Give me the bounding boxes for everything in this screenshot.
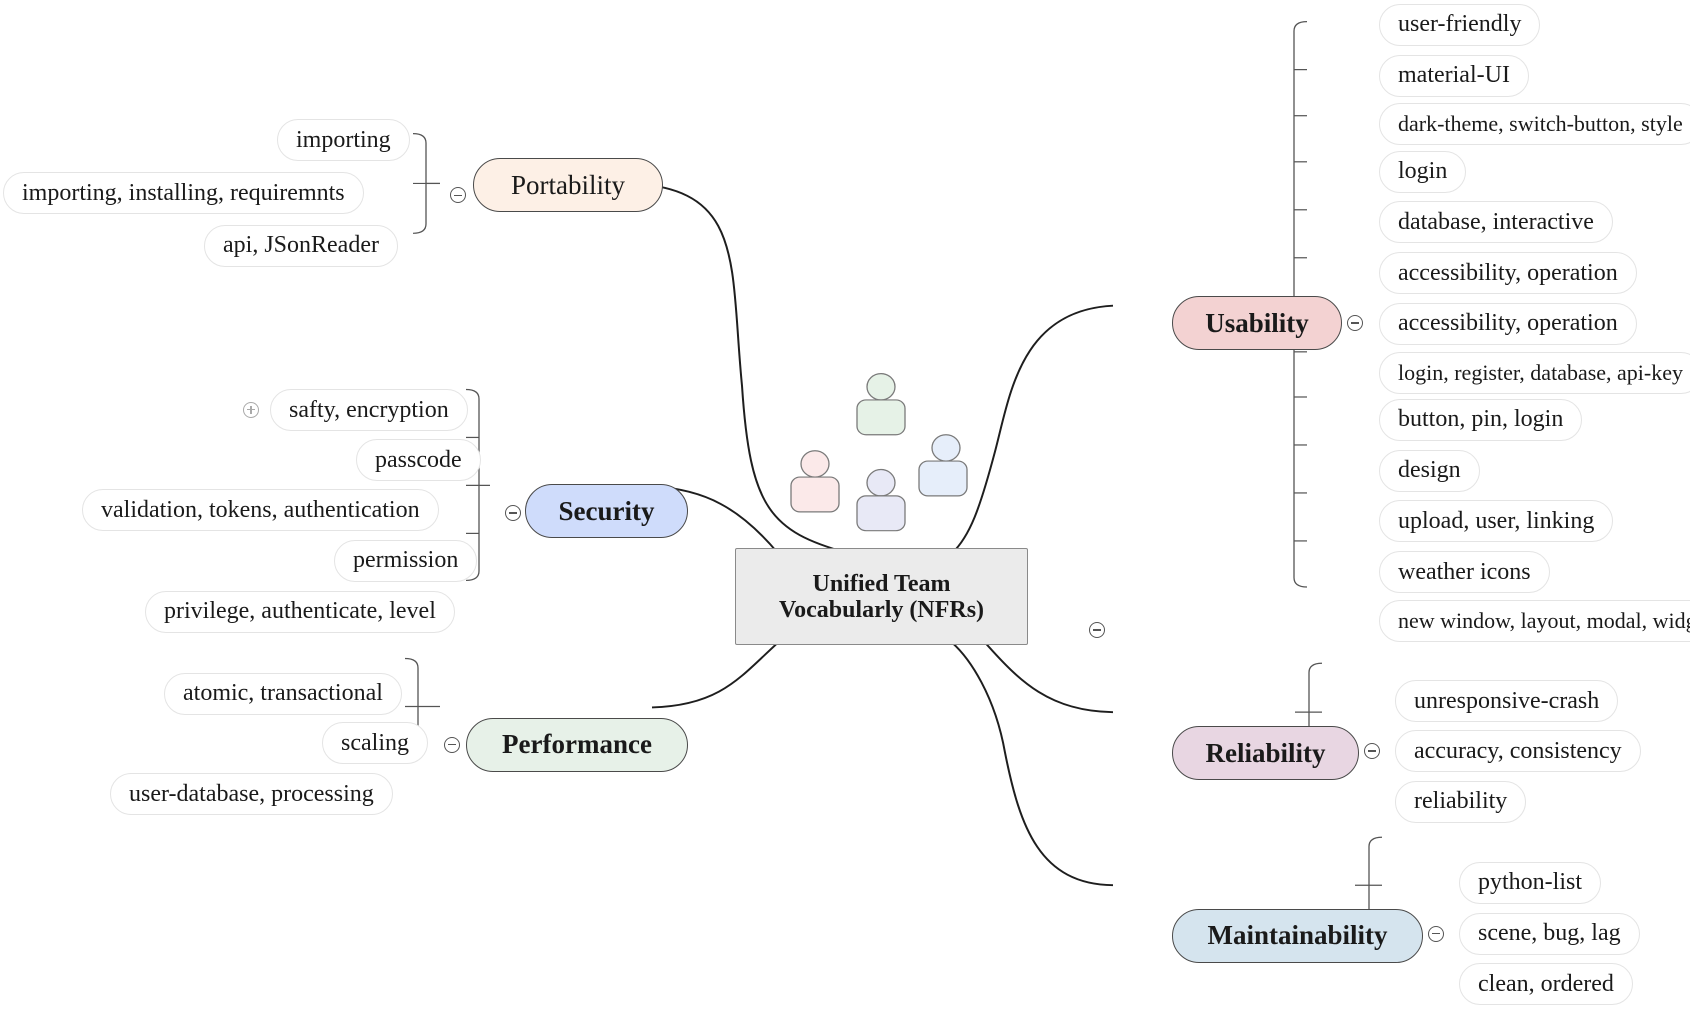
leaf-item[interactable]: login	[1379, 150, 1467, 193]
leaf-item[interactable]: permission	[334, 539, 478, 582]
leaf-item[interactable]: button, pin, login	[1379, 398, 1583, 441]
connector-usability	[951, 304, 1114, 554]
leaf-item[interactable]: design	[1379, 449, 1480, 492]
connector-maintainability	[951, 641, 1114, 887]
leaf-item[interactable]: clean, ordered	[1459, 963, 1633, 1006]
central-topic[interactable]: Unified Team Vocabularly (NFRs)	[735, 548, 1028, 646]
person-icon	[918, 433, 968, 497]
leaf-item[interactable]: weather icons	[1379, 551, 1550, 594]
leaf-item[interactable]: accessibility, operation	[1379, 302, 1637, 345]
leaf-item[interactable]: safty, encryption	[270, 389, 468, 432]
leaf-item[interactable]: dark-theme, switch-button, style	[1379, 103, 1690, 146]
leaf-item[interactable]: user-friendly	[1379, 3, 1541, 46]
leaf-item[interactable]: accessibility, operation	[1379, 252, 1637, 295]
branch-maintainability[interactable]: Maintainability	[1172, 908, 1423, 963]
leaf-item[interactable]: material-UI	[1379, 54, 1529, 97]
expand-toggle-safty[interactable]	[243, 401, 259, 418]
branch-reliability[interactable]: Reliability	[1172, 726, 1359, 781]
branch-usability[interactable]: Usability	[1172, 296, 1342, 351]
leaf-item[interactable]: python-list	[1459, 861, 1602, 904]
leaf-item[interactable]: scene, bug, lag	[1459, 912, 1640, 955]
central-topic-line2: Vocabularly (NFRs)	[778, 596, 985, 623]
central-topic-line1: Unified Team	[812, 570, 951, 597]
leaf-item[interactable]: passcode	[356, 439, 481, 482]
team-icon-group	[790, 372, 968, 532]
collapse-toggle-security[interactable]	[505, 505, 521, 522]
leaf-item[interactable]: login, register, database, api-key	[1379, 351, 1690, 394]
person-icon	[856, 372, 906, 436]
leaf-item[interactable]: importing, installing, requiremnts	[3, 172, 364, 215]
collapse-toggle-portability[interactable]	[450, 187, 466, 204]
leaf-item[interactable]: api, JSonReader	[204, 224, 398, 267]
collapse-toggle-reliability[interactable]	[1364, 743, 1380, 760]
collapse-toggle-maintainability[interactable]	[1428, 925, 1444, 942]
leaf-item[interactable]: accuracy, consistency	[1395, 730, 1641, 772]
branch-portability[interactable]: Portability	[473, 158, 663, 213]
collapse-toggle-performance[interactable]	[444, 736, 460, 753]
leaf-item[interactable]: database, interactive	[1379, 201, 1613, 244]
leaf-item[interactable]: scaling	[322, 722, 428, 765]
person-icon	[856, 468, 906, 532]
branch-performance[interactable]: Performance	[466, 717, 688, 772]
leaf-item[interactable]: atomic, transactional	[164, 672, 402, 715]
leaf-item[interactable]: upload, user, linking	[1379, 500, 1614, 543]
connector-portability	[629, 182, 849, 555]
connector-reliability	[984, 641, 1114, 714]
branch-security[interactable]: Security	[525, 484, 688, 539]
leaf-item[interactable]: user-database, processing	[110, 773, 393, 816]
collapse-toggle-usability[interactable]	[1347, 315, 1363, 332]
person-icon	[790, 449, 840, 513]
leaf-item[interactable]: new window, layout, modal, widget	[1379, 600, 1690, 643]
leaf-item[interactable]: unresponsive-crash	[1395, 680, 1619, 723]
leaf-item[interactable]: validation, tokens, authentication	[82, 489, 439, 532]
leaf-item[interactable]: importing	[277, 119, 410, 162]
leaf-item[interactable]: reliability	[1395, 780, 1527, 823]
collapse-toggle-center[interactable]	[1089, 621, 1105, 638]
connector-performance	[651, 641, 779, 709]
leaf-item[interactable]: privilege, authenticate, level	[145, 590, 455, 633]
